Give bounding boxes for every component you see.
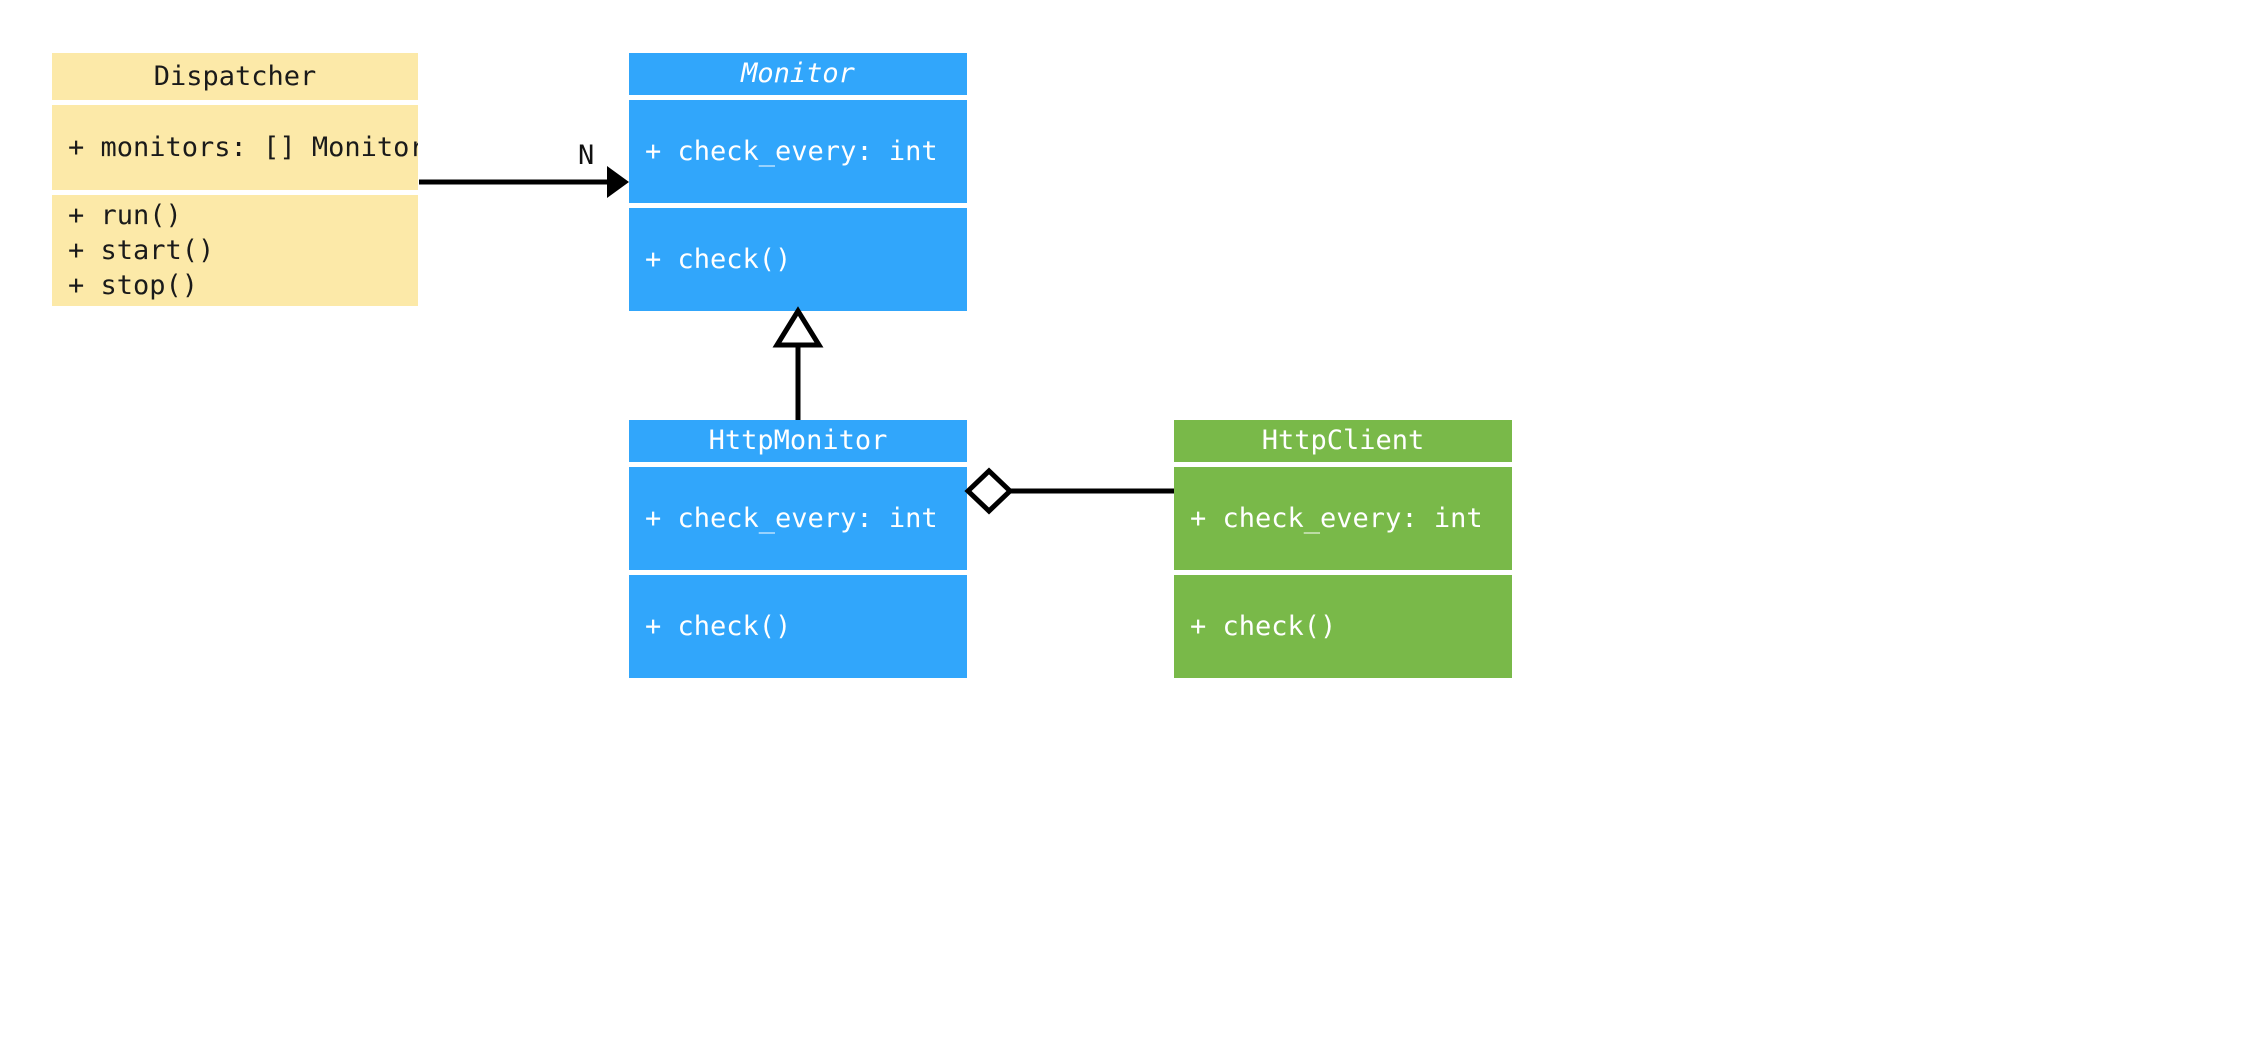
class-methods-compartment-http-monitor: + check() xyxy=(629,575,967,678)
relation-dispatcher-to-monitor xyxy=(419,166,629,198)
relation-http-monitor-to-http-client xyxy=(964,467,1174,515)
class-box-dispatcher[interactable]: Dispatcher + monitors: [] Monitor + run(… xyxy=(52,53,418,311)
class-attributes-compartment-dispatcher: + monitors: [] Monitor xyxy=(52,105,418,190)
method-row: + check() xyxy=(645,610,792,642)
hollow-triangle-arrowhead-icon xyxy=(772,306,824,348)
attribute-row: + check_every: int xyxy=(645,135,938,167)
class-title-compartment-dispatcher: Dispatcher xyxy=(52,53,418,100)
class-attributes-compartment-http-client: + check_every: int xyxy=(1174,467,1512,570)
class-methods-compartment-monitor: + check() xyxy=(629,208,967,311)
class-name-monitor: Monitor xyxy=(741,58,855,90)
hollow-diamond-aggregation-icon xyxy=(964,467,1014,515)
attribute-row: + monitors: [] Monitor xyxy=(68,131,418,163)
class-methods-compartment-dispatcher: + run() + start() + stop() xyxy=(52,195,418,306)
class-attributes-compartment-http-monitor: + check_every: int xyxy=(629,467,967,570)
class-methods-compartment-http-client: + check() xyxy=(1174,575,1512,678)
method-row: + check() xyxy=(1190,610,1337,642)
class-title-compartment-monitor: Monitor xyxy=(629,53,967,95)
relation-label-dispatcher-to-monitor: N xyxy=(578,140,595,171)
class-attributes-compartment-monitor: + check_every: int xyxy=(629,100,967,203)
method-row: + run() xyxy=(68,199,182,231)
class-title-compartment-http-client: HttpClient xyxy=(1174,420,1512,462)
filled-triangle-arrowhead-icon xyxy=(607,166,629,198)
class-box-monitor[interactable]: Monitor + check_every: int + check() xyxy=(629,53,967,311)
relation-http-monitor-to-monitor xyxy=(772,306,824,420)
class-box-http-monitor[interactable]: HttpMonitor + check_every: int + check() xyxy=(629,420,967,678)
attribute-row: + check_every: int xyxy=(645,502,938,534)
class-name-dispatcher: Dispatcher xyxy=(153,60,317,92)
method-row: + stop() xyxy=(68,270,199,302)
method-row: + check() xyxy=(645,243,792,275)
method-row: + start() xyxy=(68,234,215,266)
class-name-http-monitor: HttpMonitor xyxy=(708,425,888,457)
class-name-http-client: HttpClient xyxy=(1261,425,1425,457)
attribute-row: + check_every: int xyxy=(1190,502,1483,534)
class-title-compartment-http-monitor: HttpMonitor xyxy=(629,420,967,462)
class-box-http-client[interactable]: HttpClient + check_every: int + check() xyxy=(1174,420,1512,678)
